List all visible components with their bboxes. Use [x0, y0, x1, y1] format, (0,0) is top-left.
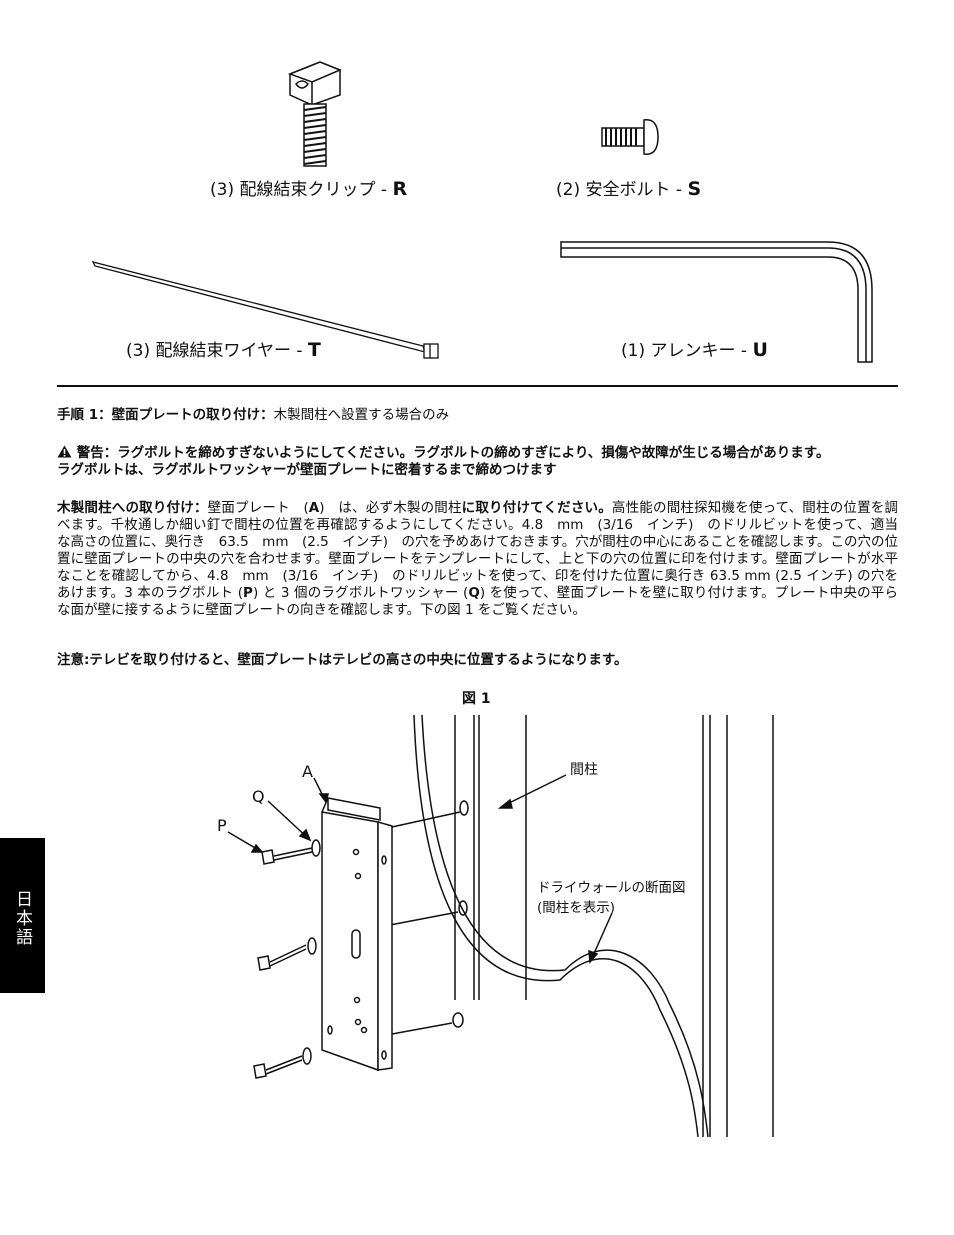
ref-p: P	[243, 585, 253, 601]
safety-bolt-illustration	[601, 119, 659, 155]
part-u-name: (1) アレンキー -	[621, 341, 753, 361]
part-r-label: (3) 配線結束クリップ - R	[210, 175, 407, 200]
cable-clip-illustration	[287, 61, 342, 167]
part-t-label: (3) 配線結束ワイヤー - T	[126, 336, 321, 361]
step-title: 手順 1：壁面プレートの取り付け：	[57, 407, 274, 423]
part-t-name: (3) 配線結束ワイヤー -	[126, 341, 308, 361]
figure-1-diagram	[227, 714, 774, 1138]
callout-p: P	[217, 816, 227, 835]
warning-line-1: 警告：ラグボルトを締めすぎないようにしてください。ラグボルトの締めすぎにより、損…	[76, 445, 830, 461]
note-text: 注意:テレビを取り付けると、壁面プレートはテレビの高さの中央に位置するようになり…	[57, 652, 628, 668]
part-s-letter: S	[687, 178, 702, 200]
cable-tie-illustration	[91, 261, 439, 359]
part-r-name: (3) 配線結束クリップ -	[210, 180, 393, 200]
part-u-label: (1) アレンキー - U	[621, 336, 768, 361]
step-subtitle: 木製間柱へ設置する場合のみ	[273, 407, 450, 423]
ref-q: Q	[468, 585, 480, 601]
drywall-label: ドライウォールの断面図 (間柱を表示)	[537, 876, 686, 916]
part-s-name: (2) 安全ボルト -	[556, 180, 688, 200]
warning-line-2: ラグボルトは、ラグボルトワッシャーが壁面プレートに密着するまで締めつけます	[57, 462, 557, 478]
language-side-tab: 日本語	[0, 838, 45, 993]
body-text-4: ) と 3 個のラグボルトワッシャー (	[252, 585, 469, 601]
drywall-label-line-2: (間柱を表示)	[537, 900, 616, 916]
body-text-1: 壁面プレート (	[207, 500, 309, 516]
step-heading: 手順 1：壁面プレートの取り付け：木製間柱へ設置する場合のみ	[57, 407, 898, 424]
warning-block: 警告：ラグボルトを締めすぎないようにしてください。ラグボルトの締めすぎにより、損…	[57, 445, 898, 479]
body-lead: 木製間柱への取り付け：	[57, 500, 208, 516]
allen-key-illustration	[560, 241, 873, 363]
body-text-3: 高性能の間柱探知機を使って、間柱の位置を調べます。千枚通しか細い釘で間柱の位置を…	[57, 500, 898, 601]
warning-triangle-icon	[57, 445, 72, 462]
body-emphasis: に取り付けてください。	[461, 500, 612, 516]
ref-a: A	[308, 500, 320, 516]
part-r-letter: R	[392, 178, 408, 200]
figure-title: 図 1	[462, 691, 491, 707]
stud-label: 間柱	[570, 762, 598, 778]
section-divider	[57, 385, 898, 387]
body-text-2: ) は、必ず木製の間柱	[319, 500, 462, 516]
language-tab-label: 日本語	[12, 890, 32, 947]
body-paragraph: 木製間柱への取り付け：壁面プレート (A) は、必ず木製の間柱に取り付けてくださ…	[57, 500, 898, 619]
part-s-label: (2) 安全ボルト - S	[556, 175, 701, 200]
drywall-label-line-1: ドライウォールの断面図	[537, 880, 686, 896]
callout-a: A	[302, 762, 313, 781]
part-t-letter: T	[307, 339, 321, 361]
body-text-5: ) を使って、壁面プレートを壁に取り付けます。プレート中央の平らな面が壁に接する…	[57, 585, 898, 618]
callout-q: Q	[252, 787, 265, 806]
part-u-letter: U	[752, 339, 768, 361]
